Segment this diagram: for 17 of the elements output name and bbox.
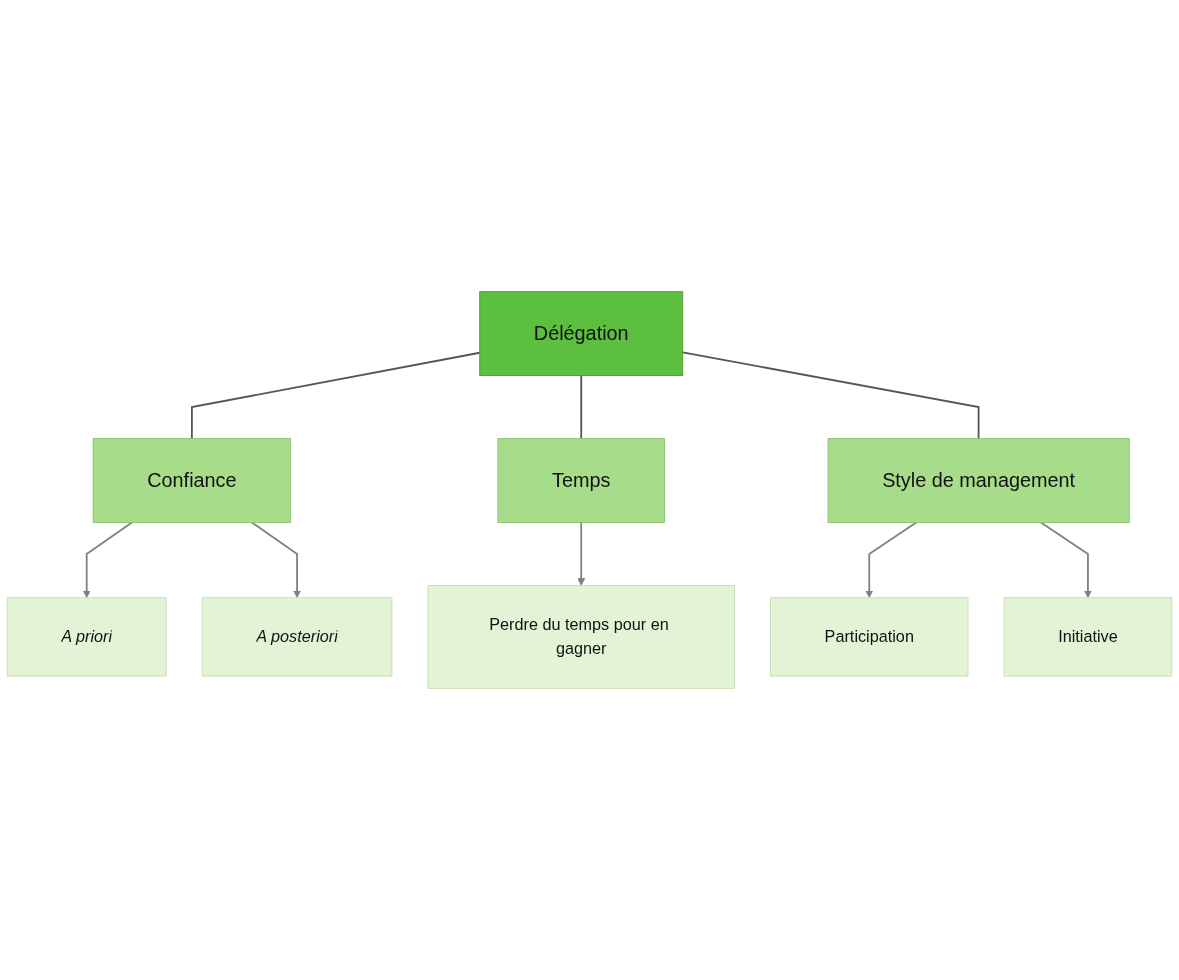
node-box: A posteriori: [201, 597, 393, 677]
node-box: Délégation: [479, 291, 684, 376]
node-box: Confiance: [92, 438, 292, 523]
node-box: Perdre du temps pour en gagner: [427, 585, 735, 689]
arrow: [1040, 521, 1092, 599]
node-box: Style de management: [827, 438, 1130, 523]
node-box: Initiative: [1003, 597, 1173, 677]
arrow: [577, 521, 586, 586]
arrow: [865, 521, 918, 599]
node-box: Participation: [770, 597, 969, 677]
connector: [681, 351, 980, 440]
connector: [580, 374, 583, 440]
arrow: [82, 521, 133, 599]
node-box: Temps: [497, 438, 665, 523]
arrow: [251, 521, 302, 599]
connector: [191, 351, 481, 440]
node-box: A priori: [6, 597, 167, 677]
